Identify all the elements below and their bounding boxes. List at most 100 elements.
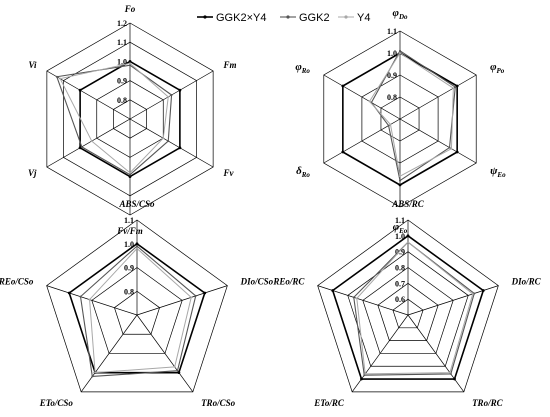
series-2-point [136,245,138,248]
spoke [399,74,477,120]
series-3-line [369,52,454,177]
series-3-point [355,297,358,300]
legend-label-1: GGK2 [299,12,330,24]
axis-label: ABS/RC [391,199,425,209]
legend-marker-0 [203,15,207,19]
spoke [136,314,194,393]
axis-label-subscript: Eo [496,171,506,179]
legend-marker-1 [286,15,290,19]
series-2-point [170,94,173,96]
tick-label: 0.6 [395,295,405,304]
series-2-point [454,86,457,89]
series-1-point [453,377,456,381]
series-3-point [162,137,165,140]
grid-ring [317,219,499,393]
axis-label-symbol: φ [393,7,400,19]
series-1-point [360,377,363,381]
axis-label-symbol: δ [296,165,302,177]
axis-label-subscript: Eo [398,227,408,235]
series-1-point [341,84,345,88]
grid-ring [377,282,439,341]
series-2-point [167,140,170,143]
axis-label-subscript: Do [398,13,408,21]
spoke [46,118,131,168]
axis-label: DIo/CSo [240,276,274,286]
axis-label: φDo [393,7,408,21]
grid-ring [392,298,424,329]
series-3-line [356,241,474,375]
series-1-point [455,84,459,88]
tick-label: 1.1 [387,27,397,36]
series-1-point [67,291,71,295]
series-2-line [56,64,173,176]
series-2-line [353,241,475,376]
tick-label: 1.1 [124,216,134,225]
series-1-point [341,150,345,154]
series-3-point [129,62,131,65]
tick-label: 0.9 [387,71,397,80]
series-1-point [78,88,82,92]
axis-label: φPo [490,61,505,75]
series-2-point [473,292,476,295]
radar-panel-4: 0.60.70.80.91.01.1ABS/RCDIo/RCTRo/RCETo/… [272,199,541,408]
spoke [407,285,499,316]
axis-label: DIo/RC [511,276,542,286]
radar-panel-3: 0.80.91.01.1ABS/CSoDIo/CSoTRo/CSoETo/CSo… [0,199,274,408]
series-2-point [91,375,94,378]
series-2-point [80,145,83,148]
axis-label: TRo/CSo [201,398,236,408]
spoke [46,285,138,316]
series-1-point [178,88,182,92]
series-2-point [129,64,131,67]
series-2-point [448,146,451,149]
grid-ring [46,219,228,393]
tick-label: 1.0 [117,57,127,66]
axis-label: ψEo [490,165,506,179]
grid-ring [91,267,183,354]
series-1-point [178,146,182,150]
tick-label: 0.8 [395,264,405,273]
axis-label-symbol: ψ [490,165,498,177]
series-3-line [89,248,192,374]
legend-label-0: GGK2×Y4 [216,12,266,24]
axis-label: TRo/RC [472,398,504,408]
series-2-point [129,173,131,176]
axis-label: Fm [223,60,237,70]
tick-label: 1.1 [117,38,127,47]
spoke [323,118,401,164]
series-2-point [352,296,355,299]
series-2-line [79,245,197,378]
tick-label: 0.8 [117,96,127,105]
series-3-point [167,95,170,98]
axis-label-symbol: φ [393,221,400,233]
axis-label: ETo/CSo [39,398,74,408]
tick-label: 0.7 [395,279,405,288]
spoke [129,118,214,168]
tick-label: 1.0 [395,232,405,241]
series-1-point [398,183,402,187]
spoke [136,285,228,316]
series-2-point [399,49,401,52]
series-1-point [406,234,410,238]
axis-label: REo/CSo [0,276,34,286]
series-2-point [79,295,82,298]
axis-label: φEo [393,221,408,235]
tick-label: 0.9 [395,248,405,257]
series-3-point [94,371,97,374]
tick-label: 1.0 [387,49,397,58]
series-1-line [68,242,206,374]
series-2-point [399,179,401,182]
series-3-point [88,298,91,301]
axis-label: φRo [295,61,310,75]
series-1-point [331,289,335,292]
series-3-line [59,62,169,174]
series-3-point [129,171,131,174]
spoke [399,118,477,164]
grid-ring [362,267,454,354]
series-2-point [55,75,58,78]
series-3-point [399,52,401,54]
axis-label: Vj [28,168,37,178]
